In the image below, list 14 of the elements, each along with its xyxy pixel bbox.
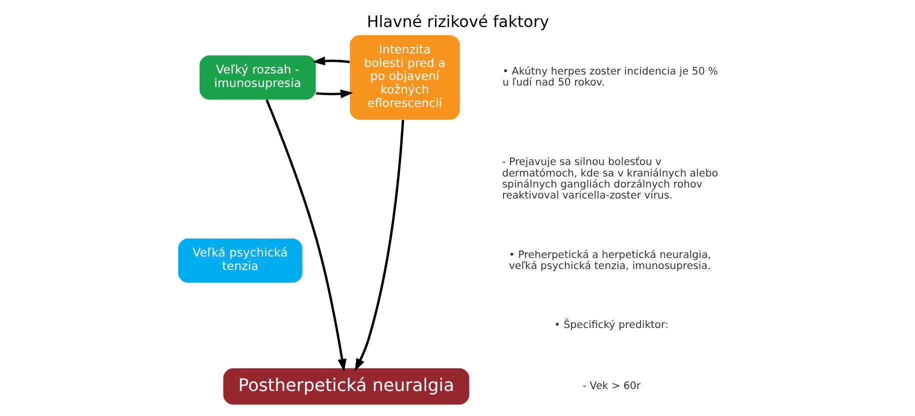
- label: - Vek > 60r: [582, 380, 640, 392]
- label: • Špecifický prediktor:: [554, 319, 668, 332]
- diagram-title: Hlavné rizikové faktory: [366, 12, 549, 32]
- node-box: Veľká psychická tenzia: [178, 238, 302, 283]
- node-box: Postherpetická neuralgia: [222, 368, 469, 405]
- label: • Akútny herpes zoster incidencia je 50 % u ľudí nad 50 rokov.: [502, 66, 718, 89]
- node-box: Veľký rozsah - imunosupresia: [199, 55, 316, 100]
- arrow: [315, 89, 353, 98]
- label: - Prejavuje sa silnou bolesťou v dermatómoch, kde sa v kraniálnych alebo spinálnych gangliách dorzálnych rohov reaktivoval varicella-zoster vírus.: [502, 156, 718, 202]
- label: • Preherpetická a herpetická neuralgia, veľká psychická tenzia, imunosupresia.: [508, 248, 711, 272]
- node-box: Intenzita bolesti pred a po objavení kožných eflorescencií: [349, 35, 460, 120]
- arrow: [312, 56, 350, 66]
- arrow: [265, 99, 346, 372]
- arrow: [354, 120, 404, 372]
